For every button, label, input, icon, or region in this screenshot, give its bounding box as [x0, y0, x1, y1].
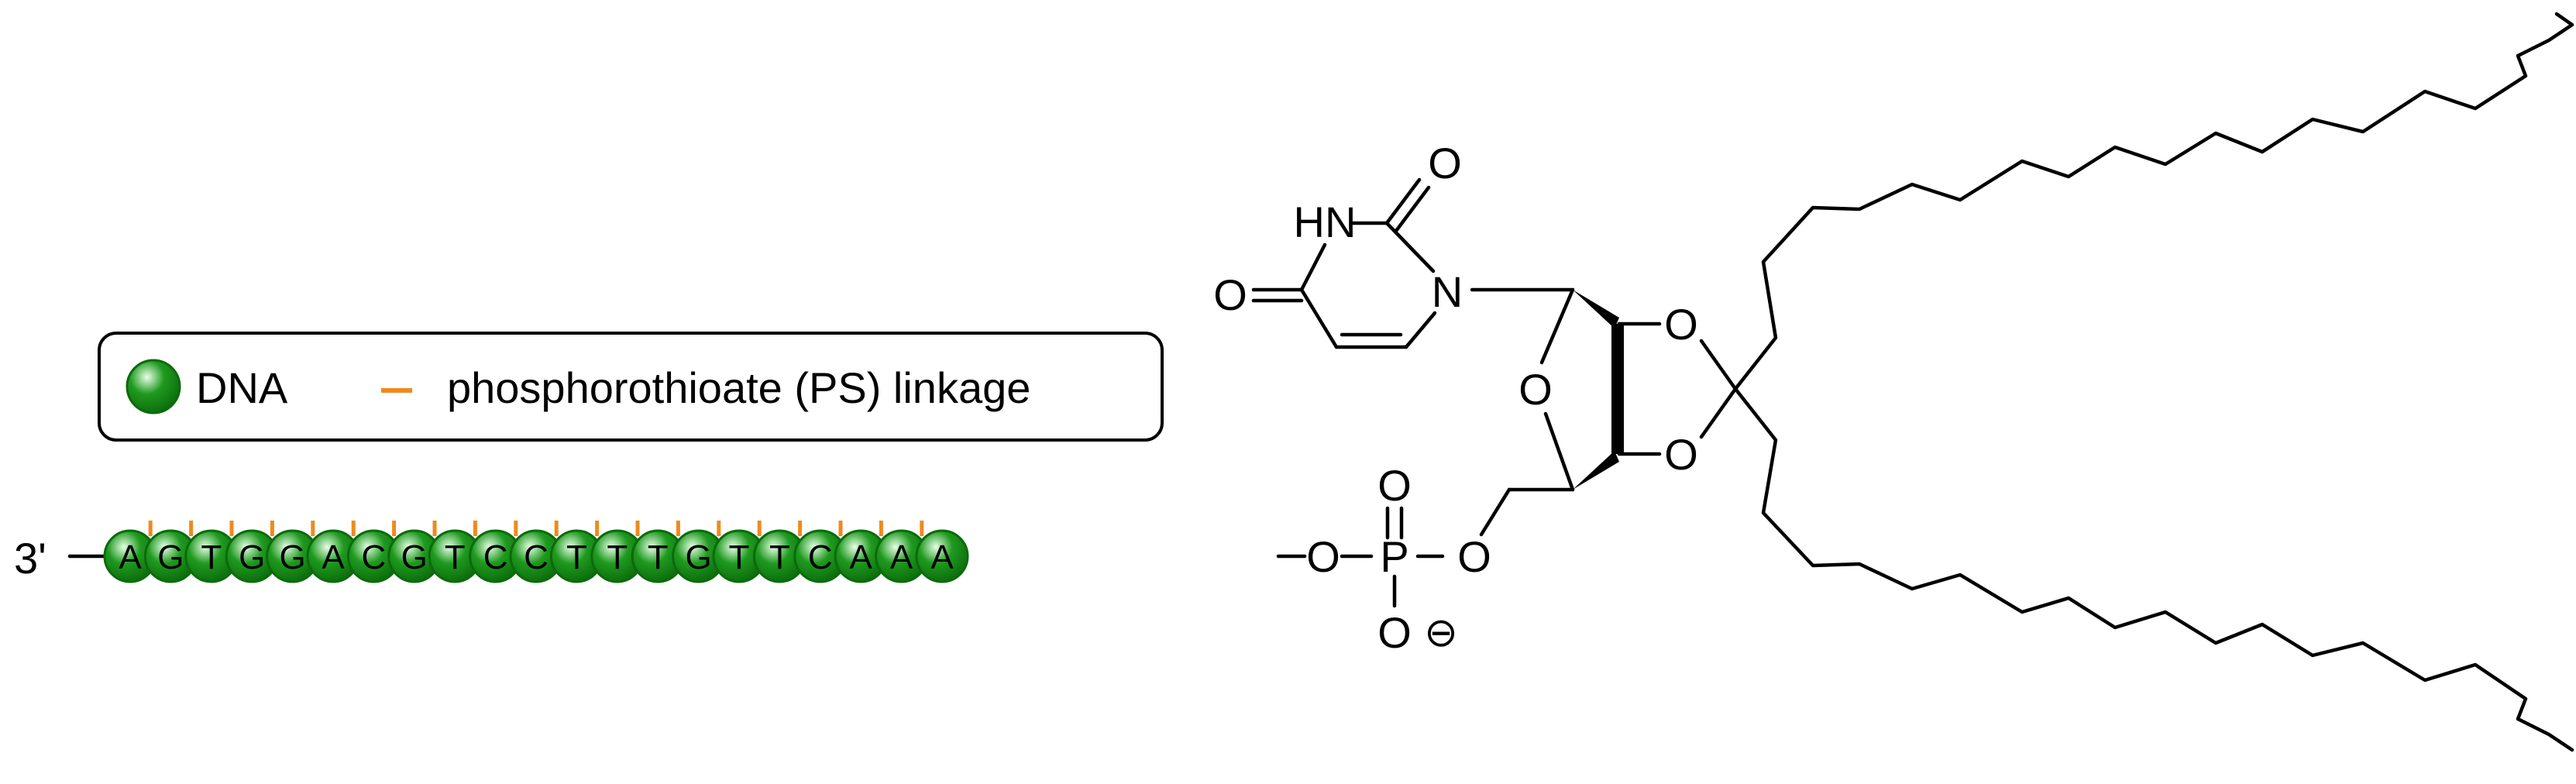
bond-oring-c1	[1539, 287, 1575, 365]
bold-c2-c3	[1611, 324, 1624, 454]
dna-bead	[915, 529, 969, 583]
sugar-ring: O O O	[1470, 287, 1738, 537]
dna-base-letter: A	[850, 538, 873, 576]
atom-o-double-top: O	[1377, 461, 1412, 510]
dna-base-letter: T	[201, 538, 222, 576]
dna-base-letter: T	[769, 538, 790, 576]
bond-c4-n3	[1299, 242, 1327, 292]
bond-c2-n1	[1384, 221, 1436, 273]
atom-o-phosphate-right: O	[1457, 532, 1491, 581]
bond-oketal-bottom-cq	[1699, 387, 1738, 439]
bond-c2-o-double	[1394, 185, 1431, 233]
dna-base-letter: A	[119, 538, 142, 576]
dna-bead-legend-icon	[126, 359, 181, 414]
wedge-c1-c2	[1573, 290, 1619, 328]
dna-base-letter: G	[685, 538, 711, 576]
dna-base-letter: T	[566, 538, 587, 576]
dna-base-letter: G	[279, 538, 305, 576]
dna-base-letter: T	[607, 538, 628, 576]
phosphate-group: O P O O O ⊖	[1306, 461, 1491, 657]
dna-base-letter: C	[483, 538, 508, 576]
atom-o-ring: O	[1518, 365, 1553, 414]
dna-base-letter: A	[322, 538, 345, 576]
legend-box	[98, 332, 1164, 442]
bond-c2-o	[1384, 177, 1422, 225]
atom-o-link: O	[1306, 532, 1340, 581]
atom-o-ketal-bottom: O	[1664, 430, 1698, 479]
legend: DNA phosphorothioate (PS) linkage	[98, 332, 1164, 442]
dna-base-letter: A	[890, 538, 913, 576]
strand-3prime-label: 3'	[14, 534, 46, 583]
dna-base-letter: C	[808, 538, 833, 576]
legend-dna-label: DNA	[196, 363, 288, 412]
atom-n1: N	[1432, 267, 1463, 316]
dna-base-letter: T	[648, 538, 669, 576]
atom-p: P	[1380, 532, 1408, 581]
bond-o-ch2	[1479, 487, 1512, 537]
dna-base-letter: T	[445, 538, 466, 576]
charge-minus-icon: ⊖	[1424, 610, 1458, 655]
uracil-base: N O HN O	[1213, 139, 1463, 349]
atom-o-c2: O	[1428, 139, 1462, 187]
dna-base-letter: G	[157, 538, 184, 576]
bond-c5-c4	[1299, 287, 1339, 349]
atom-o-c4: O	[1213, 270, 1247, 319]
bond-oketal-top-cq	[1699, 339, 1738, 391]
atom-o-ketal-top: O	[1664, 300, 1698, 349]
lipid-chains	[1733, 12, 2574, 752]
legend-ps-label: phosphorothioate (PS) linkage	[447, 363, 1030, 412]
dna-base-letter: C	[362, 538, 387, 576]
atom-nh: HN	[1294, 198, 1357, 246]
dna-base-letter: C	[524, 538, 549, 576]
dna-base-letter: T	[729, 538, 750, 576]
dna-base-letter: G	[239, 538, 265, 576]
lipid-chain-lower	[1733, 387, 2574, 752]
bond-n1-c6	[1404, 311, 1437, 349]
dna-base-letter: A	[930, 538, 954, 576]
wedge-c4-c3	[1573, 451, 1619, 490]
atom-o-minus: O	[1377, 608, 1412, 657]
bond-c4-oring	[1543, 411, 1575, 492]
dna-base-letter: G	[401, 538, 428, 576]
lipid-chain-upper	[1733, 12, 2574, 391]
